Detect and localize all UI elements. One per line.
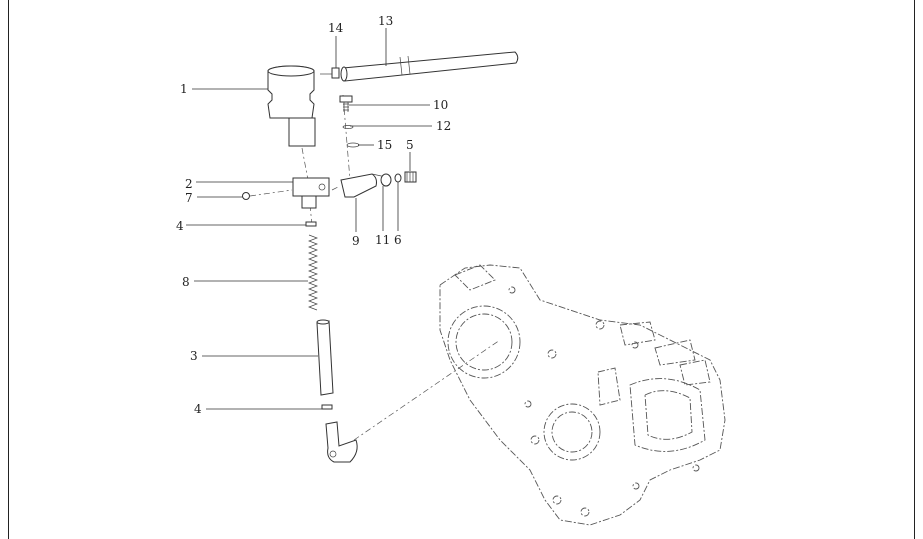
label-11: 11: [375, 233, 390, 247]
gear-cover-outline: [439, 264, 726, 526]
part-13-tube: [340, 51, 519, 82]
part-14-fitting: [320, 67, 340, 79]
right-border: [914, 0, 915, 539]
part-3-rod: [316, 319, 334, 396]
label-2: 2: [185, 177, 193, 191]
part-2-lever: [292, 177, 330, 209]
label-6: 6: [394, 233, 402, 247]
label-9: 9: [352, 234, 360, 248]
leader-lines: [186, 28, 432, 410]
label-1: 1: [180, 82, 188, 96]
part-1-housing: [267, 65, 316, 147]
label-8: 8: [182, 275, 190, 289]
part-7-nut: [242, 192, 250, 200]
part-12-washer: [342, 125, 354, 129]
part-10-screw: [339, 95, 353, 112]
axis-line-1: [301, 147, 309, 181]
part-8-spring: [308, 234, 318, 311]
label-14: 14: [328, 21, 344, 35]
axis-line-4: [331, 185, 341, 191]
axis-line-3: [249, 189, 293, 197]
part-11-washer: [380, 173, 392, 187]
label-10: 10: [433, 98, 448, 112]
label-4-upper: 4: [176, 219, 184, 233]
axis-line-6: [353, 339, 501, 441]
part-5-bolt: [404, 171, 417, 183]
label-15: 15: [377, 138, 392, 152]
label-4-lower: 4: [194, 402, 202, 416]
label-12: 12: [436, 119, 451, 133]
part-4-clip-lower: [321, 404, 333, 410]
label-3: 3: [190, 349, 198, 363]
part-4-clip-upper: [305, 221, 317, 227]
elbow-fitting: [325, 421, 358, 463]
part-15-washer: [346, 142, 360, 148]
label-13: 13: [378, 14, 393, 28]
label-7: 7: [185, 191, 193, 205]
left-border: [8, 0, 9, 539]
part-6-washer: [394, 173, 402, 183]
label-5: 5: [406, 138, 414, 152]
part-9-clamp: [340, 173, 387, 198]
